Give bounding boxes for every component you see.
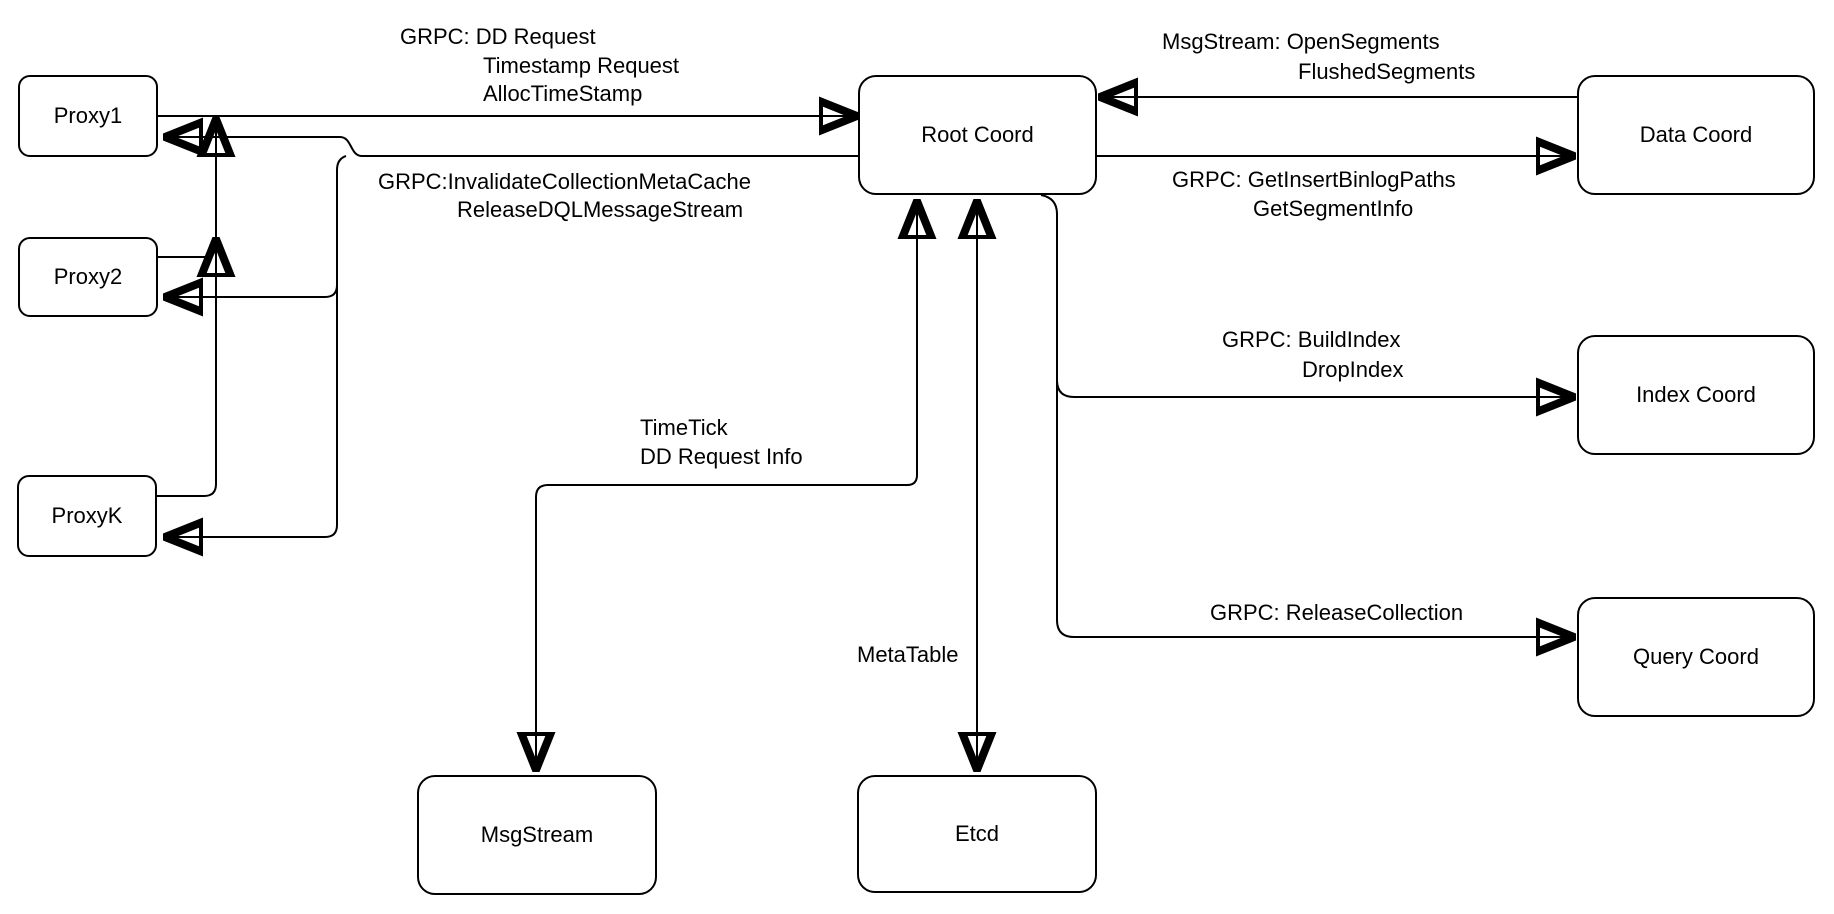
node-index-coord-label: Index Coord bbox=[1636, 381, 1756, 407]
node-proxyk-label: ProxyK bbox=[51, 502, 123, 528]
edge-rootcoord-to-proxy2 bbox=[167, 275, 338, 297]
node-data-coord: Data Coord bbox=[1577, 75, 1815, 195]
node-data-coord-label: Data Coord bbox=[1639, 121, 1753, 147]
edge-label-data-to-root-line1: MsgStream: OpenSegments bbox=[1162, 29, 1440, 54]
node-query-coord-label: Query Coord bbox=[1633, 643, 1759, 669]
edge-label-root-to-data-line1: GRPC: GetInsertBinlogPaths bbox=[1172, 167, 1456, 192]
edge-label-proxy-to-root-line2: Timestamp Request bbox=[483, 53, 680, 78]
node-proxyk: ProxyK bbox=[17, 475, 157, 557]
edge-rootcoord-to-proxy1 bbox=[167, 137, 858, 157]
edge-label-root-to-proxy-line1: GRPC:InvalidateCollectionMetaCache bbox=[378, 169, 751, 194]
edge-label-root-to-msgstream-line2: DD Request Info bbox=[640, 444, 803, 469]
node-etcd: Etcd bbox=[857, 775, 1097, 893]
edge-rootcoord-to-proxyk bbox=[167, 155, 347, 537]
node-proxy2-label: Proxy2 bbox=[53, 263, 123, 289]
node-root-coord: Root Coord bbox=[858, 75, 1097, 195]
edge-label-root-to-data-line2: GetSegmentInfo bbox=[1253, 196, 1414, 221]
node-proxy1-label: Proxy1 bbox=[53, 102, 123, 128]
node-index-coord: Index Coord bbox=[1577, 335, 1815, 455]
node-root-coord-label: Root Coord bbox=[921, 121, 1034, 147]
edge-label-root-to-msgstream-line1: TimeTick bbox=[640, 415, 728, 440]
edge-label-root-to-index-line1: GRPC: BuildIndex bbox=[1222, 327, 1401, 352]
edge-proxy2-merge-up bbox=[158, 241, 216, 257]
edge-proxyk-merge-up bbox=[157, 121, 216, 497]
node-etcd-label: Etcd bbox=[954, 820, 1000, 846]
node-proxy2: Proxy2 bbox=[18, 237, 158, 317]
edge-label-root-to-index-line2: DropIndex bbox=[1302, 357, 1404, 382]
node-msgstream-label: MsgStream bbox=[480, 821, 594, 847]
edge-label-proxy-to-root-line1: GRPC: DD Request bbox=[400, 24, 596, 49]
edge-rootcoord-to-querycoord bbox=[1056, 378, 1572, 637]
edge-label-proxy-to-root-line3: AllocTimeStamp bbox=[483, 81, 643, 106]
node-query-coord: Query Coord bbox=[1577, 597, 1815, 717]
edge-rootcoord-msgstream bbox=[536, 203, 917, 768]
node-msgstream: MsgStream bbox=[417, 775, 657, 895]
edge-label-data-to-root-line2: FlushedSegments bbox=[1298, 59, 1476, 84]
edge-label-root-to-proxy-line2: ReleaseDQLMessageStream bbox=[457, 197, 744, 222]
edge-label-root-to-etcd: MetaTable bbox=[857, 642, 959, 667]
edge-label-root-to-query: GRPC: ReleaseCollection bbox=[1210, 600, 1464, 625]
node-proxy1: Proxy1 bbox=[18, 75, 158, 157]
